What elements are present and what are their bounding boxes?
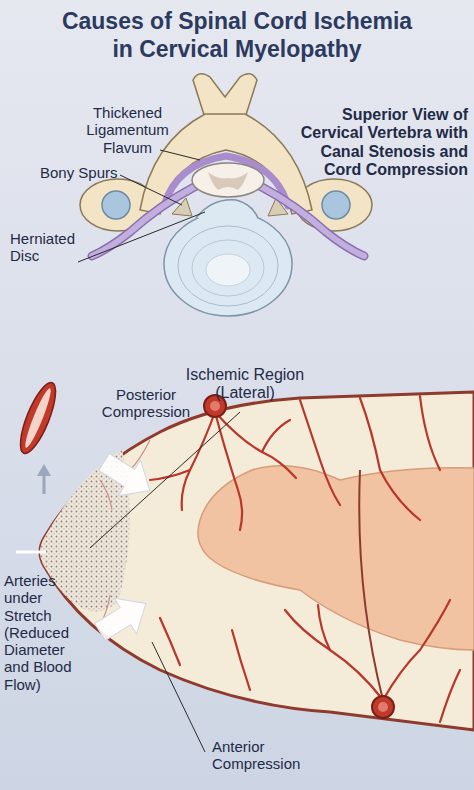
cord-section — [40, 392, 474, 730]
vertebra — [80, 74, 372, 316]
vertebral-disc — [164, 212, 292, 316]
anterior-arrow — [89, 586, 157, 650]
disc-herniation — [196, 200, 258, 218]
artery-branch — [262, 420, 290, 452]
artery-lumen — [210, 401, 220, 411]
white-matter — [40, 392, 474, 730]
artery-branch — [318, 605, 330, 650]
spinous-process — [193, 74, 257, 118]
artery-branch — [300, 400, 340, 505]
stretch-pointer — [16, 551, 46, 554]
artery-branch — [383, 600, 450, 700]
artery-branch — [360, 398, 420, 520]
leader-line — [90, 412, 240, 548]
part-label: Herniated Disc — [10, 230, 90, 265]
leader-line — [78, 212, 205, 262]
force-label: Posterior Compression — [86, 386, 206, 421]
artery-wall — [14, 379, 63, 458]
artery-lumen — [378, 702, 388, 712]
nerve-root — [260, 186, 364, 256]
artery-branch — [215, 412, 296, 478]
spinal-cord — [192, 163, 264, 197]
artery-note: Arteries under Stretch (Reduced Diameter… — [4, 572, 82, 693]
artery-branch — [440, 670, 460, 722]
force-label: Anterior Compression — [212, 738, 322, 773]
nerve-root — [260, 186, 364, 256]
transverse-foramen — [322, 191, 350, 219]
part-label: Bony Spurs — [40, 164, 140, 181]
disc-nucleus — [206, 254, 250, 286]
artery-branch — [420, 396, 440, 470]
stretched-artery — [14, 379, 63, 458]
leader-line — [152, 642, 205, 752]
leader-line — [120, 175, 182, 205]
view-note: Superior View of Cervical Vertebra with … — [298, 106, 468, 180]
stretch-arrowhead — [37, 464, 51, 476]
title: Causes of Spinal Cord Ischemia in Cervic… — [57, 8, 417, 63]
leader-lines — [78, 150, 240, 752]
nerve-root — [92, 186, 196, 256]
artery-branch — [232, 630, 250, 690]
part-label: Thickened Ligamentum Flavum — [80, 104, 175, 156]
transverse-foramen — [102, 191, 130, 219]
arterial-branches — [150, 396, 460, 722]
disc-annulus — [192, 240, 264, 296]
disc-annulus — [178, 226, 278, 306]
artery-lumen — [22, 387, 54, 450]
artery-branch — [215, 412, 242, 530]
artery-branch — [160, 618, 180, 665]
median-fissure — [359, 470, 383, 700]
region-label: Ischemic Region (Lateral) — [170, 366, 320, 403]
posterior-arrow — [93, 444, 161, 508]
artery-branch — [100, 480, 112, 510]
artery-branch — [285, 610, 383, 700]
gray-matter — [208, 172, 248, 190]
nerve-root — [92, 186, 196, 256]
leader-line — [160, 150, 200, 160]
anterior-artery — [372, 696, 394, 718]
